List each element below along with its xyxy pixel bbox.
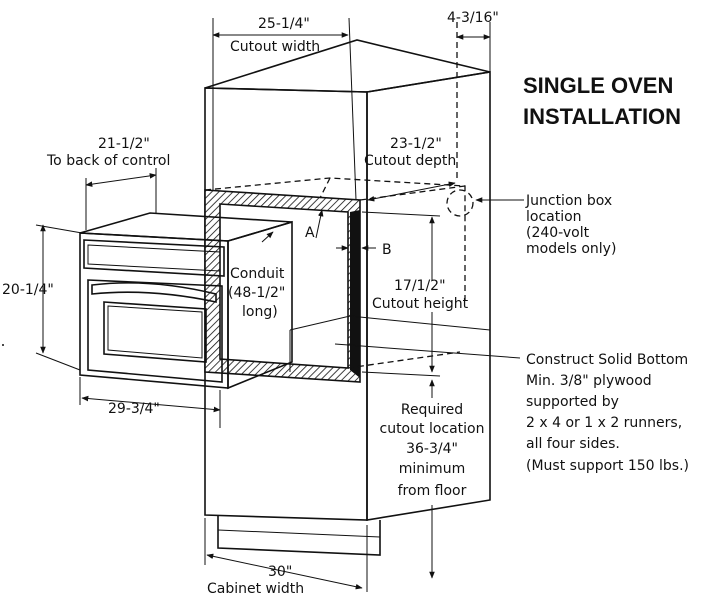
title-line-1: SINGLE OVEN bbox=[523, 73, 673, 98]
junction-box-line-4: models only) bbox=[526, 241, 616, 257]
cutout-depth-label: Cutout depth bbox=[364, 153, 456, 169]
solid-bottom-line-2: Min. 3/8" plywood bbox=[526, 373, 652, 389]
solid-bottom-line-4: 2 x 4 or 1 x 2 runners, bbox=[526, 415, 682, 431]
conduit-line-1: Conduit bbox=[230, 266, 285, 282]
junction-box-icon bbox=[446, 189, 474, 217]
conduit-line-3: long) bbox=[242, 304, 278, 320]
solid-bottom-line-5: all four sides. bbox=[526, 436, 620, 452]
cutout-width-label: Cutout width bbox=[230, 39, 320, 55]
required-line-3: 36-3/4" bbox=[406, 441, 458, 457]
control-depth-value: 21-1/2" bbox=[98, 136, 150, 152]
junction-box-line-3: (240-volt bbox=[526, 225, 590, 241]
label-b: B bbox=[382, 242, 392, 258]
junction-box-line-1: Junction box bbox=[525, 193, 612, 209]
cutout-depth-value: 23-1/2" bbox=[390, 136, 442, 152]
required-line-2: cutout location bbox=[380, 421, 485, 437]
required-line-4: minimum bbox=[399, 461, 465, 477]
cutout-height-value: 17/1/2" bbox=[394, 278, 446, 294]
oven-unit bbox=[79, 212, 293, 390]
oven-depth-value: 29-3/4" bbox=[108, 401, 160, 417]
oven-height-value: 20-1/4" bbox=[2, 282, 54, 298]
cabinet-width-value: 30" bbox=[268, 564, 292, 580]
solid-bottom-line-3: supported by bbox=[526, 394, 619, 410]
junction-box-line-2: location bbox=[526, 209, 582, 225]
required-line-1: Required bbox=[401, 402, 463, 418]
label-a: A bbox=[305, 225, 315, 241]
cutout-height-label: Cutout height bbox=[372, 296, 469, 312]
conduit-line-2: (48-1/2" bbox=[228, 285, 285, 301]
solid-bottom-line-1: Construct Solid Bottom bbox=[526, 352, 688, 368]
cabinet-width-label: Cabinet width bbox=[207, 581, 304, 597]
required-line-5: from floor bbox=[398, 483, 467, 499]
top-offset-value: 4-3/16" bbox=[447, 10, 499, 26]
solid-bottom-line-6: (Must support 150 lbs.) bbox=[526, 458, 689, 474]
title-line-2: INSTALLATION bbox=[523, 104, 681, 129]
control-depth-label: To back of control bbox=[46, 153, 170, 169]
cutout-width-value: 25-1/4" bbox=[258, 16, 310, 32]
dimension-lines bbox=[2, 17, 524, 592]
